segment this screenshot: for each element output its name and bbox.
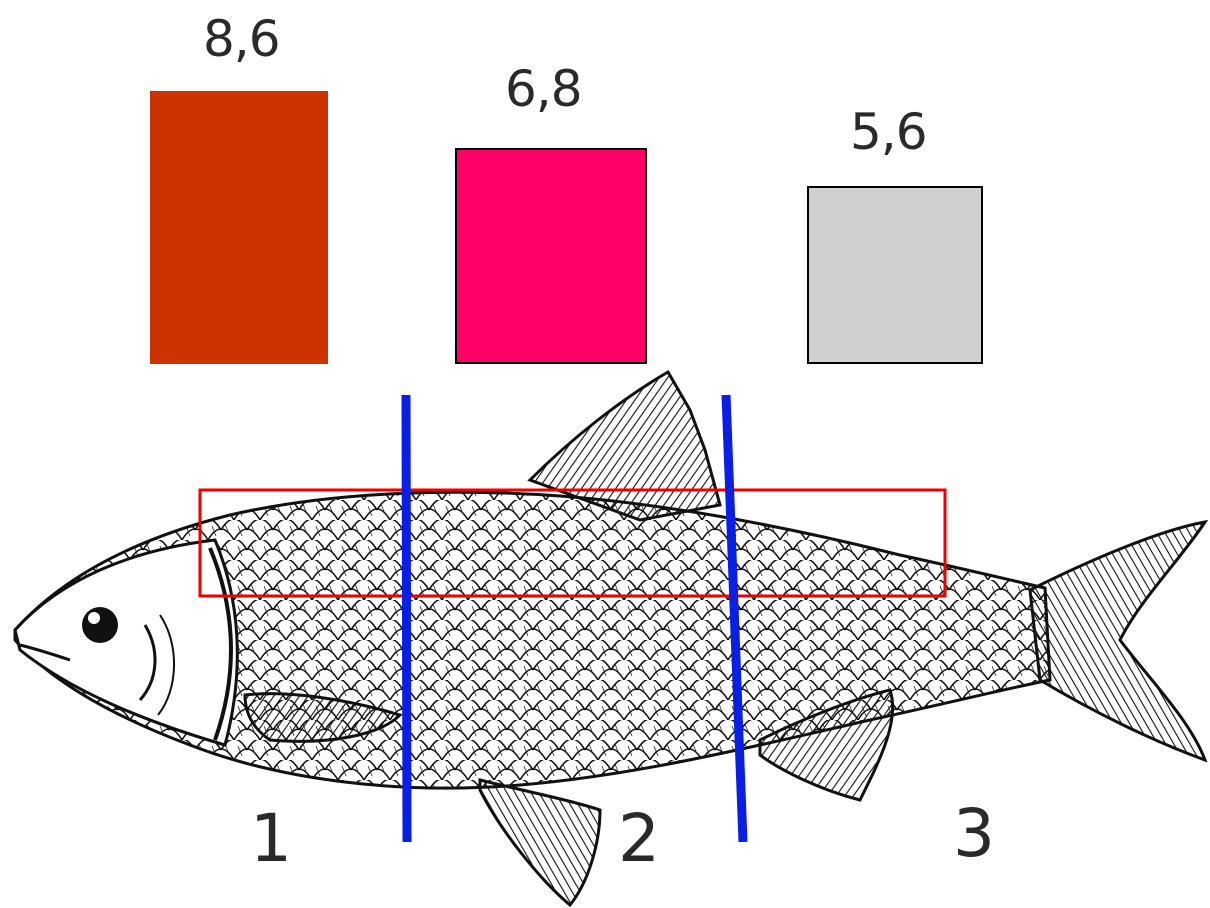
highlight-rectangle — [198, 488, 947, 598]
pectoral-fin — [243, 692, 403, 743]
zone-label-3: 3 — [953, 795, 995, 872]
divider-line-1 — [401, 394, 412, 843]
divider-line-2 — [721, 394, 748, 843]
bar-section-2 — [455, 148, 647, 364]
tail-fin — [1028, 519, 1209, 763]
zone-label-1: 1 — [250, 800, 292, 877]
bar-value-label-3: 5,6 — [850, 103, 928, 161]
bar-section-1 — [150, 91, 328, 364]
fish-head — [13, 538, 239, 747]
pelvic-fin — [478, 778, 602, 908]
fish-eye — [82, 607, 118, 643]
bar-value-label-1: 8,6 — [203, 10, 281, 68]
dorsal-fin — [527, 369, 722, 522]
bar-section-3 — [807, 186, 983, 364]
zone-label-2: 2 — [618, 800, 660, 877]
bar-value-label-2: 6,8 — [505, 60, 583, 118]
